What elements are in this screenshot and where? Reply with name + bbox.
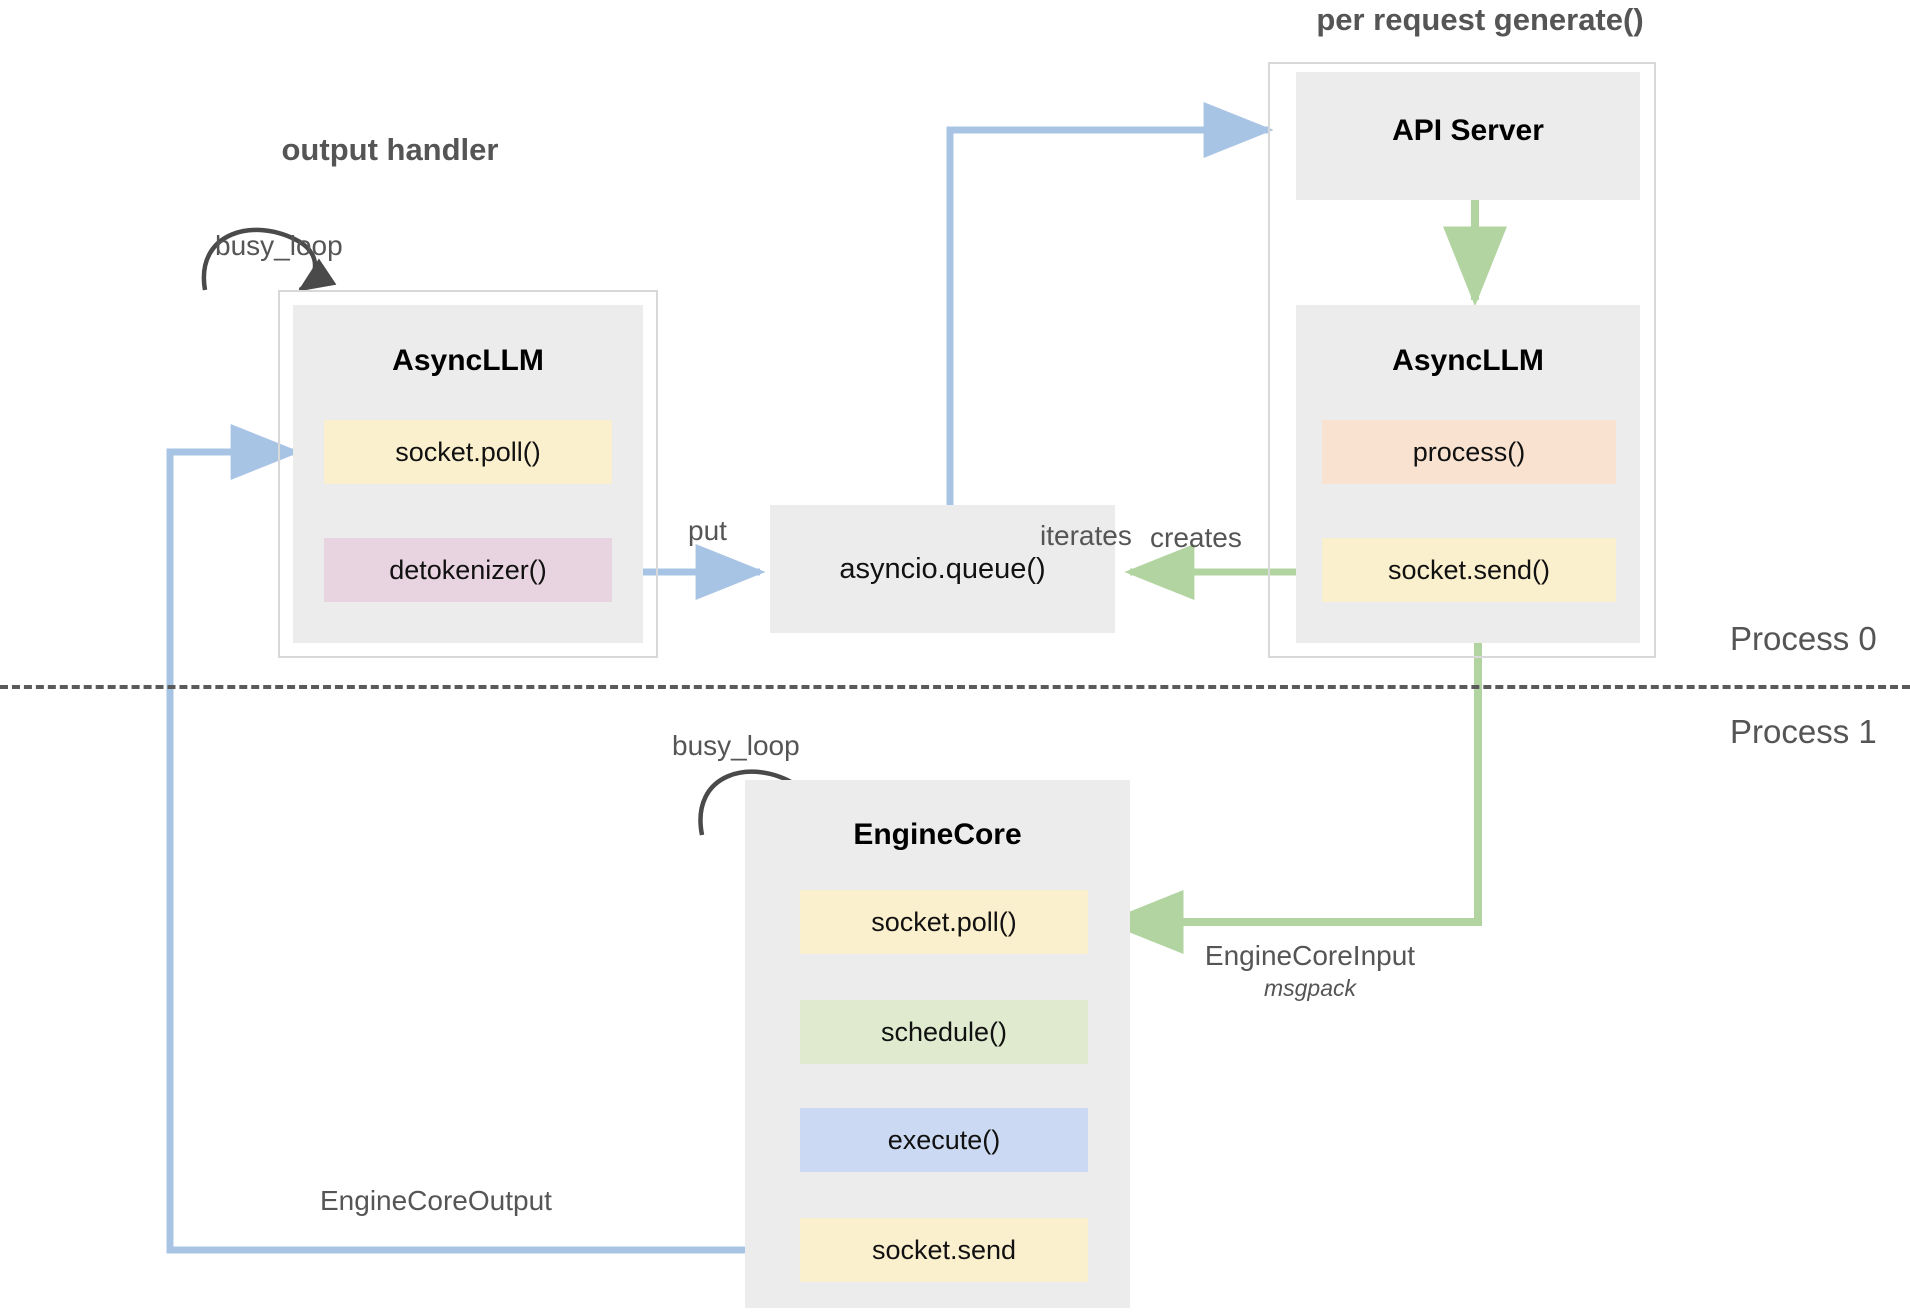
process-0-label: Process 0	[1730, 620, 1877, 657]
section-title-output-handler: output handler	[281, 132, 499, 167]
section-title-per-request: per request generate()	[1316, 2, 1644, 37]
per-request-asyncllm-title: AsyncLLM	[1392, 344, 1544, 377]
output-handler-group-outline	[278, 290, 658, 658]
edge-iterates	[946, 102, 1274, 510]
api-server-title: API Server	[1392, 114, 1544, 147]
chip-schedule[interactable]: schedule()	[800, 1000, 1088, 1064]
edge-label-enginecoreinput: EngineCoreInput	[1204, 940, 1416, 971]
chip-socket-send-asyncllm[interactable]: socket.send()	[1322, 538, 1616, 602]
output-handler-asyncllm-title: AsyncLLM	[392, 344, 544, 377]
edge-label-iterates: iterates	[1040, 520, 1132, 551]
chip-detokenizer[interactable]: detokenizer()	[324, 538, 612, 602]
process-1-label: Process 1	[1730, 713, 1877, 750]
process-divider	[0, 685, 1910, 689]
chip-socket-poll-output-handler[interactable]: socket.poll()	[324, 420, 612, 484]
engine-core-title: EngineCore	[853, 818, 1022, 851]
asyncio-queue-box[interactable]	[770, 505, 1115, 633]
api-server-box[interactable]	[1296, 72, 1640, 200]
chip-process[interactable]: process()	[1322, 420, 1616, 484]
chip-socket-poll-enginecore[interactable]: socket.poll()	[800, 890, 1088, 954]
chip-execute[interactable]: execute()	[800, 1108, 1088, 1172]
busy-loop-label-output-handler: busy_loop	[215, 230, 343, 261]
per-request-group-outline	[1268, 62, 1656, 658]
edge-sublabel-msgpack: msgpack	[1263, 975, 1357, 1001]
edge-label-creates: creates	[1150, 522, 1242, 553]
asyncio-queue-label: asyncio.queue()	[839, 552, 1046, 585]
chip-socket-send-enginecore[interactable]: socket.send	[800, 1218, 1088, 1282]
edge-label-enginecoreoutput: EngineCoreOutput	[320, 1185, 552, 1216]
edge-label-put: put	[688, 515, 727, 546]
busy-loop-label-enginecore: busy_loop	[672, 730, 800, 761]
